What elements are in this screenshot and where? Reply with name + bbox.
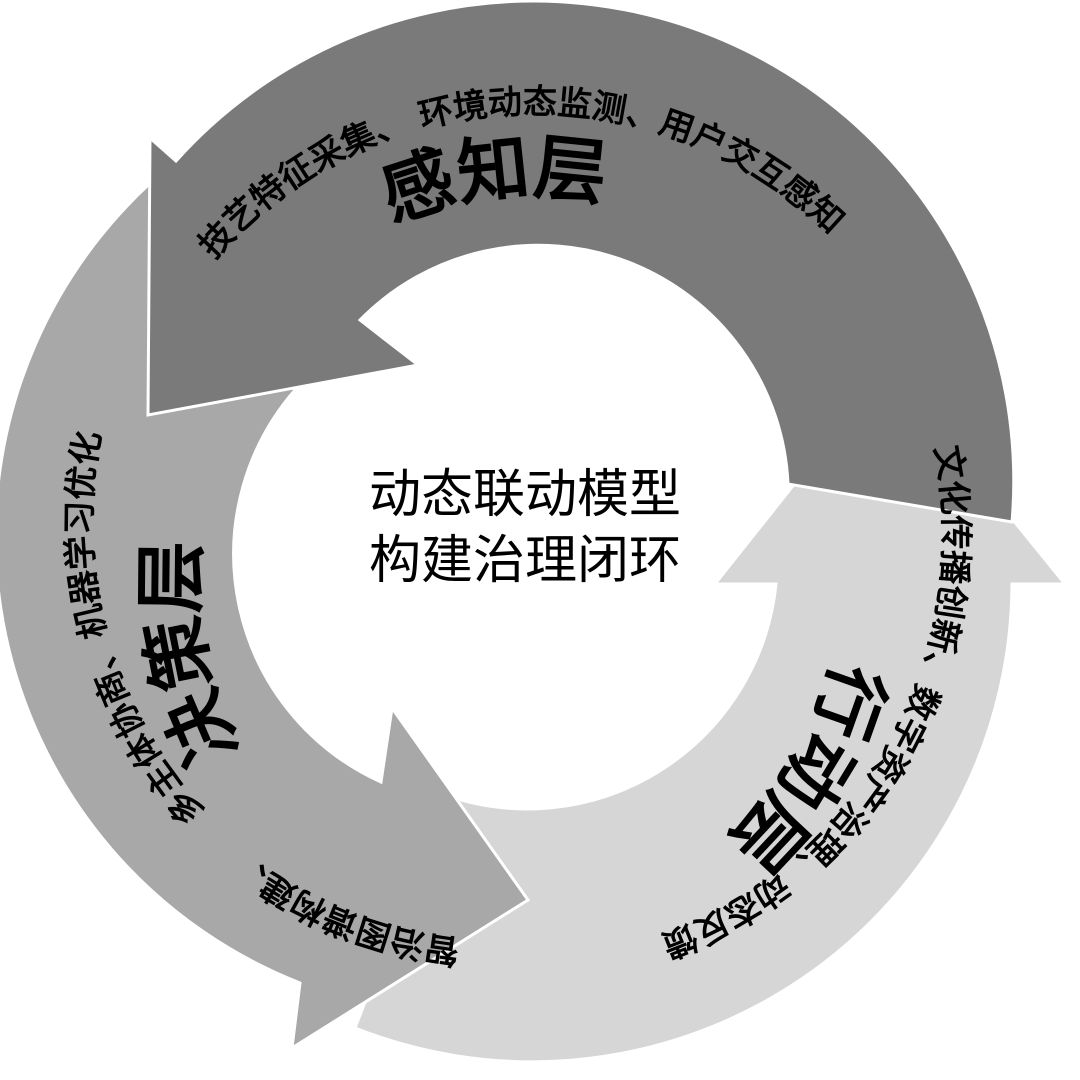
decision-arrow [0, 158, 531, 1051]
center-line-1: 动态联动模型 [368, 465, 681, 525]
action-arrow [353, 363, 1069, 1064]
perception-arrow [146, 0, 1016, 524]
center-caption: 动态联动模型 构建治理闭环 [290, 462, 760, 594]
center-line-2: 构建治理闭环 [368, 531, 681, 591]
